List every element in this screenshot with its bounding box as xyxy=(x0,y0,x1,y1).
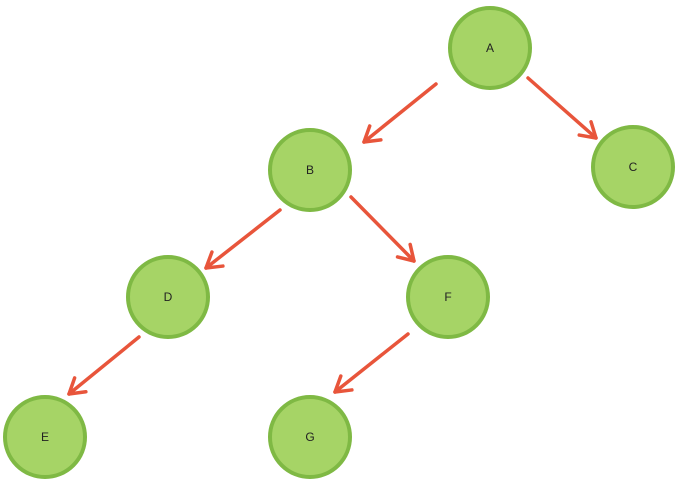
arrowhead xyxy=(333,374,354,394)
node-label: F xyxy=(444,290,451,304)
node-label: C xyxy=(629,160,638,174)
arrowhead xyxy=(67,376,88,396)
nodes-layer: A B C D E F G xyxy=(3,6,675,479)
edge-f-g xyxy=(333,332,410,394)
arrowhead xyxy=(204,250,225,270)
node-circle xyxy=(268,395,352,479)
node-label: D xyxy=(164,290,173,304)
edges-layer xyxy=(67,76,598,396)
node-circle xyxy=(406,255,490,339)
node-circle xyxy=(3,395,87,479)
node-f: F xyxy=(406,255,490,339)
node-c: C xyxy=(591,125,675,209)
arrowhead xyxy=(362,124,383,144)
edge-b-f xyxy=(349,195,416,263)
arrowhead xyxy=(395,242,416,263)
node-d: D xyxy=(126,255,210,339)
node-circle xyxy=(448,6,532,90)
edge-shaft xyxy=(362,82,438,144)
node-b: B xyxy=(268,128,352,212)
arrowhead xyxy=(577,119,598,140)
node-e: E xyxy=(3,395,87,479)
edge-d-e xyxy=(67,335,141,396)
edge-shaft xyxy=(526,76,598,140)
edge-shaft xyxy=(204,208,282,270)
node-g: G xyxy=(268,395,352,479)
node-circle xyxy=(591,125,675,209)
edge-shaft xyxy=(333,332,410,394)
node-label: A xyxy=(486,41,494,55)
edge-a-b xyxy=(362,82,438,144)
node-circle xyxy=(268,128,352,212)
edge-a-c xyxy=(526,76,598,140)
edge-b-d xyxy=(204,208,282,270)
node-label: B xyxy=(306,163,314,177)
edge-shaft xyxy=(67,335,141,396)
edge-shaft xyxy=(349,195,416,263)
node-label: G xyxy=(305,430,314,444)
node-circle xyxy=(126,255,210,339)
node-a: A xyxy=(448,6,532,90)
node-label: E xyxy=(41,430,49,444)
